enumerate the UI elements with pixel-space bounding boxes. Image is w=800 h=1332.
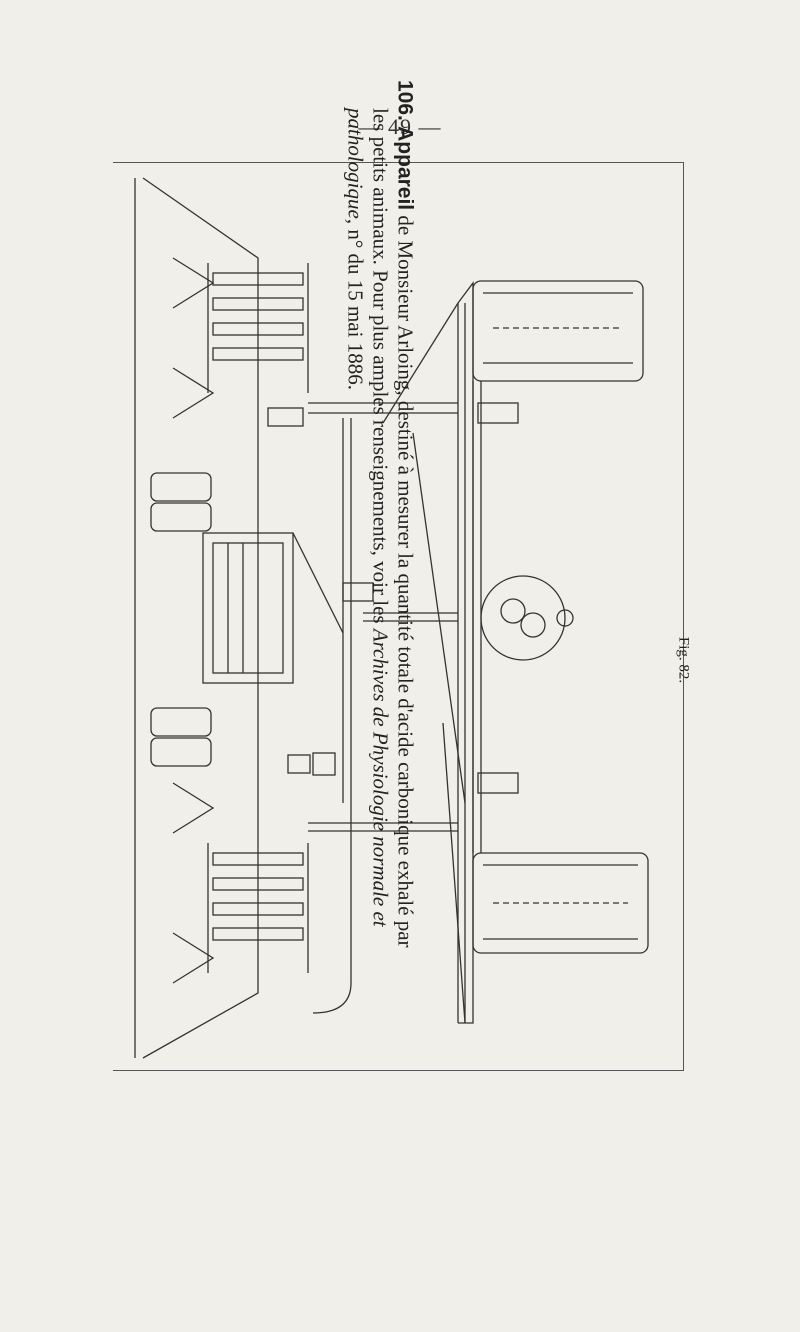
- upper-cylinder: [472, 280, 644, 382]
- page-number: — 49 —: [358, 114, 442, 139]
- caption-line3-italic: pathologique: [343, 108, 368, 219]
- caption-line-2: les petits animaux. Pour plus amples ren…: [368, 80, 393, 1080]
- animal-chamber: [202, 532, 294, 684]
- caption-title: Appareil: [393, 126, 417, 211]
- caption-line2-italic: Archives de Physiologie normale et: [368, 628, 393, 927]
- figure-caption: 106. Appareil de Monsieur Arloing, desti…: [343, 80, 418, 1080]
- caption-line1-text: de Monsieur Arloing, destiné à mesurer l…: [393, 210, 418, 948]
- absorption-tubes-lower: [207, 843, 309, 973]
- table-top-edge: [142, 177, 259, 1059]
- caption-line-3: pathologique, n° du 15 mai 1886.: [343, 80, 368, 1080]
- lower-cylinder: [472, 852, 649, 954]
- caption-line-1: 106. Appareil de Monsieur Arloing, desti…: [393, 80, 418, 1080]
- apparatus-drawing: [134, 177, 649, 1059]
- apparatus-illustration: [113, 162, 684, 1071]
- figure-label: Fig. 82.: [675, 636, 692, 684]
- absorption-tubes-upper: [207, 263, 309, 393]
- caption-line2-text: les petits animaux. Pour plus amples ren…: [368, 108, 393, 629]
- caption-line3-text: , n° du 15 mai 1886.: [343, 218, 368, 390]
- caption-number: 106.: [393, 80, 417, 121]
